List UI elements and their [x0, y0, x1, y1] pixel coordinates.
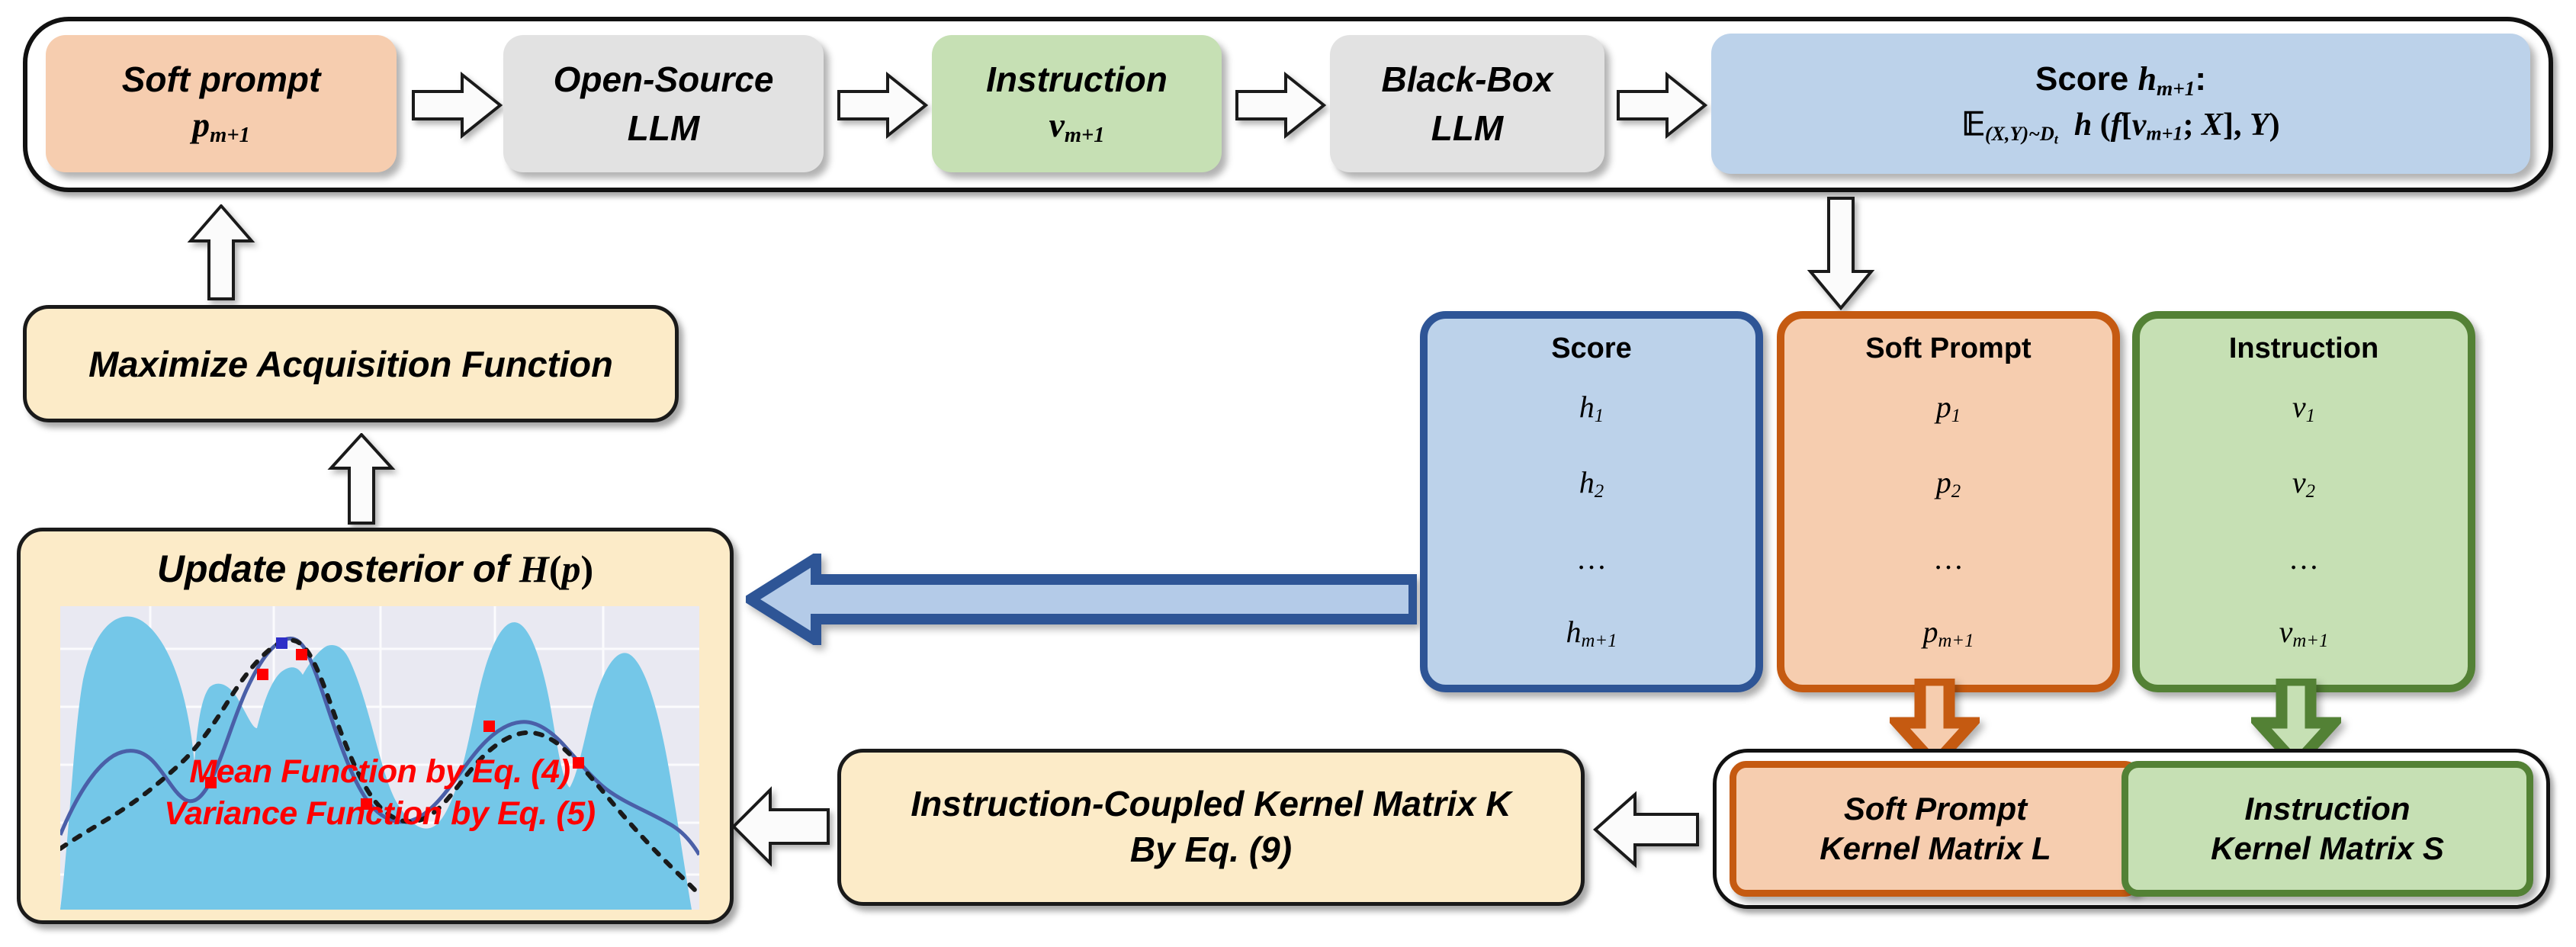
- box-update-posterior[interactable]: Update posterior of H(p): [17, 528, 734, 924]
- list-item: p1: [1935, 389, 1961, 426]
- arrow-blackbox-to-score: [1617, 70, 1708, 140]
- box-instruction-kernel-matrix[interactable]: Instruction Kernel Matrix S: [2122, 761, 2533, 897]
- column-instruction-items: v1 v2 … vm+1: [2140, 365, 2468, 685]
- column-soft-prompt-title: Soft Prompt: [1865, 332, 2032, 364]
- gp-chart-captions: Mean Function by Eq. (4) Variance Functi…: [60, 751, 699, 835]
- maximize-acquisition-label: Maximize Acquisition Function: [88, 343, 613, 384]
- arrow-coupled-k-to-posterior: [731, 785, 830, 868]
- node-open-source-llm-line1: Open-Source: [553, 59, 774, 99]
- column-score-title: Score: [1551, 332, 1632, 364]
- list-item: v1: [2292, 389, 2316, 426]
- arrow-instruction-to-blackbox: [1235, 70, 1327, 140]
- instruction-kernel-line2: Kernel Matrix S: [2211, 830, 2444, 866]
- arrow-softprompt-to-kernel-l: [1890, 679, 1980, 767]
- node-instruction[interactable]: Instruction vm+1: [932, 35, 1222, 172]
- node-soft-prompt[interactable]: Soft prompt pm+1: [46, 35, 397, 172]
- list-item: …: [1576, 541, 1607, 576]
- arrow-softprompt-to-opensource: [412, 70, 503, 140]
- arrow-score-column-to-posterior: [746, 554, 1417, 645]
- gp-chart-svg: [58, 606, 702, 910]
- node-score-formula: 𝔼(X,Y)~Dt h (f[vm+1; X], Y): [1961, 108, 2280, 147]
- list-item: h1: [1579, 389, 1604, 426]
- coupled-kernel-line2: By Eq. (9): [1129, 830, 1293, 869]
- node-soft-prompt-label: Soft prompt: [121, 59, 321, 99]
- arrow-acquisition-to-softprompt: [186, 204, 256, 302]
- column-score[interactable]: Score h1 h2 … hm+1: [1420, 311, 1763, 692]
- node-black-box-llm[interactable]: Black-Box LLM: [1330, 35, 1604, 172]
- list-item: v2: [2292, 465, 2316, 502]
- list-item: pm+1: [1922, 615, 1974, 652]
- node-black-box-llm-line1: Black-Box: [1381, 59, 1553, 99]
- soft-prompt-kernel-line2: Kernel Matrix L: [1820, 830, 2051, 866]
- gp-caption-variance: Variance Function by Eq. (5): [164, 795, 596, 833]
- gp-observation-points: [205, 637, 584, 810]
- node-score-title: Score hm+1:: [2035, 60, 2207, 101]
- box-coupled-kernel-matrix[interactable]: Instruction-Coupled Kernel Matrix K By E…: [837, 749, 1585, 906]
- list-item: …: [1933, 541, 1964, 576]
- arrow-posterior-to-acquisition: [326, 433, 397, 526]
- node-soft-prompt-symbol: pm+1: [192, 105, 250, 148]
- node-open-source-llm-line2: LLM: [627, 108, 700, 148]
- arrow-score-down-to-columns: [1806, 197, 1876, 311]
- column-soft-prompt-items: p1 p2 … pm+1: [1784, 365, 2112, 685]
- soft-prompt-kernel-line1: Soft Prompt: [1843, 790, 2028, 827]
- column-instruction[interactable]: Instruction v1 v2 … vm+1: [2132, 311, 2475, 692]
- box-maximize-acquisition[interactable]: Maximize Acquisition Function: [23, 305, 679, 422]
- box-soft-prompt-kernel-matrix[interactable]: Soft Prompt Kernel Matrix L: [1730, 761, 2141, 897]
- list-item: p2: [1935, 465, 1961, 502]
- list-item: …: [2289, 541, 2319, 576]
- gp-caption-mean: Mean Function by Eq. (4): [189, 753, 570, 790]
- update-posterior-title: Update posterior of H(p): [156, 547, 594, 590]
- node-instruction-symbol: vm+1: [1049, 105, 1105, 148]
- instruction-kernel-line1: Instruction: [2244, 790, 2411, 827]
- list-item: vm+1: [2279, 615, 2329, 652]
- gp-posterior-chart: Mean Function by Eq. (4) Variance Functi…: [58, 606, 702, 910]
- node-black-box-llm-line2: LLM: [1431, 108, 1504, 148]
- column-instruction-title: Instruction: [2228, 332, 2379, 364]
- list-item: h2: [1579, 465, 1604, 502]
- column-soft-prompt[interactable]: Soft Prompt p1 p2 … pm+1: [1777, 311, 2120, 692]
- node-instruction-label: Instruction: [986, 59, 1168, 99]
- coupled-kernel-line1: Instruction-Coupled Kernel Matrix K: [911, 784, 1511, 824]
- arrow-instruction-to-kernel-s: [2251, 679, 2341, 767]
- node-score[interactable]: Score hm+1: 𝔼(X,Y)~Dt h (f[vm+1; X], Y): [1711, 34, 2530, 174]
- node-open-source-llm[interactable]: Open-Source LLM: [503, 35, 824, 172]
- list-item: hm+1: [1566, 615, 1617, 652]
- arrow-opensource-to-instruction: [837, 70, 929, 140]
- column-score-items: h1 h2 … hm+1: [1428, 365, 1755, 685]
- arrow-kernels-to-coupled-k: [1592, 790, 1699, 869]
